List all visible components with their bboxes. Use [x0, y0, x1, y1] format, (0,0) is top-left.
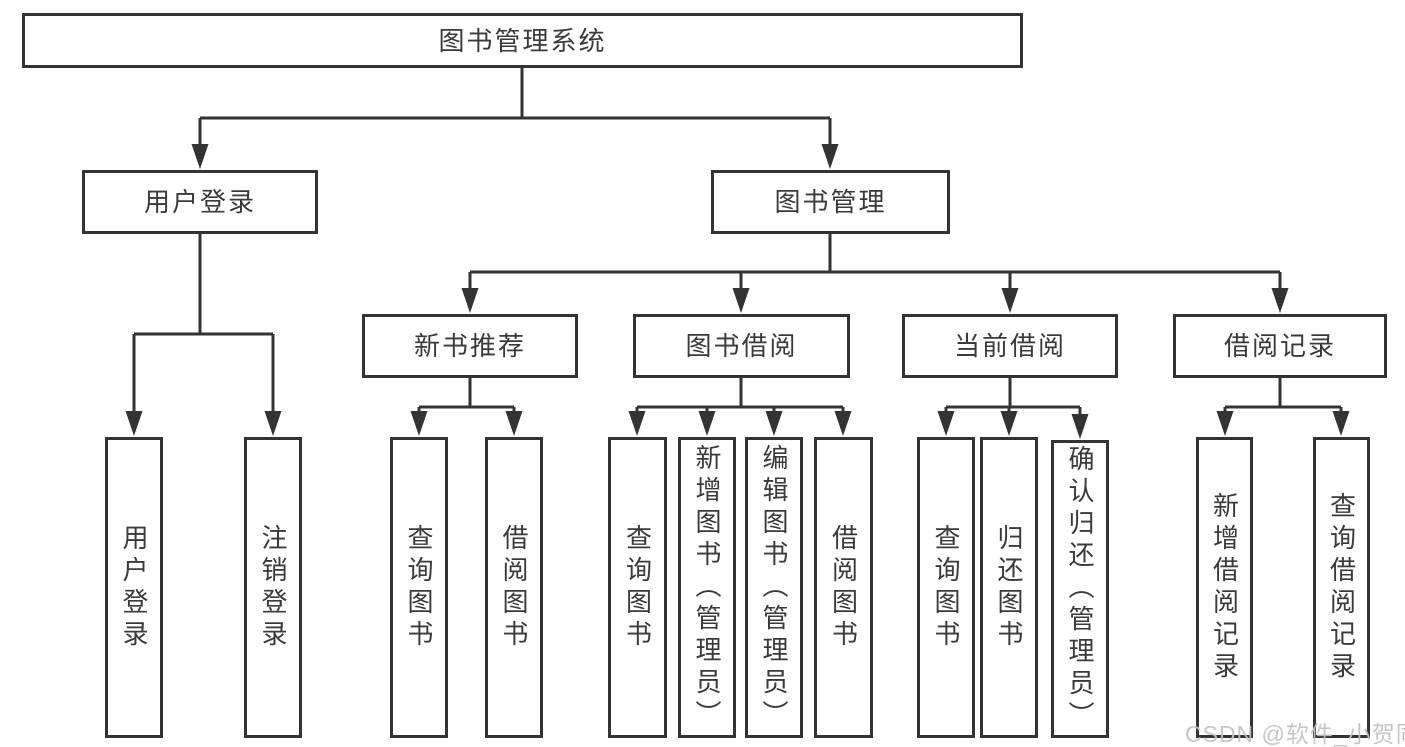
node-book-management-branch: 图书管理 — [711, 170, 950, 234]
leaf-label: 查询图书 — [622, 523, 653, 652]
leaf-label: 借阅图书 — [828, 523, 859, 652]
leaf-label: 查询图书 — [931, 523, 961, 652]
node-current-borrowing: 当前借阅 — [902, 314, 1118, 378]
node-root-library-management-system: 图书管理系统 — [22, 13, 1023, 68]
leaf-logout: 注销登录 — [244, 437, 302, 738]
leaf-label: 注销登录 — [258, 523, 288, 652]
leaf-label: 新增图书（管理员） — [692, 443, 722, 732]
leaf-query-books-1: 查询图书 — [390, 437, 448, 738]
leaf-add-books-admin: 新增图书（管理员） — [678, 437, 736, 738]
leaf-label: 归还图书 — [994, 523, 1024, 652]
leaf-query-borrow-record: 查询借阅记录 — [1313, 437, 1370, 738]
leaf-label: 借阅图书 — [499, 523, 529, 652]
leaf-label: 用户登录 — [119, 523, 149, 652]
leaf-edit-books-admin: 编辑图书（管理员） — [745, 437, 803, 738]
node-user-login-branch: 用户登录 — [82, 170, 318, 234]
leaf-query-books-2: 查询图书 — [608, 437, 667, 738]
leaf-query-books-3: 查询图书 — [917, 437, 975, 738]
leaf-label: 编辑图书（管理员） — [759, 443, 789, 732]
leaf-label: 查询借阅记录 — [1326, 491, 1357, 684]
leaf-user-login: 用户登录 — [105, 437, 163, 738]
node-new-book-recommendation: 新书推荐 — [362, 314, 578, 378]
leaf-label: 新增借阅记录 — [1209, 491, 1240, 684]
csdn-watermark: CSDN @软件_小贺同学 — [1185, 721, 1405, 747]
leaf-borrow-books-2: 借阅图书 — [814, 437, 873, 738]
leaf-label: 确认归还（管理员） — [1065, 445, 1095, 733]
leaf-return-books: 归还图书 — [980, 437, 1038, 738]
leaf-confirm-return-admin: 确认归还（管理员） — [1051, 440, 1109, 738]
leaf-label: 查询图书 — [404, 523, 434, 652]
node-book-borrowing: 图书借阅 — [633, 314, 850, 378]
leaf-add-borrow-record: 新增借阅记录 — [1196, 437, 1253, 738]
node-borrowing-records: 借阅记录 — [1173, 314, 1387, 378]
leaf-borrow-books-1: 借阅图书 — [485, 437, 543, 738]
